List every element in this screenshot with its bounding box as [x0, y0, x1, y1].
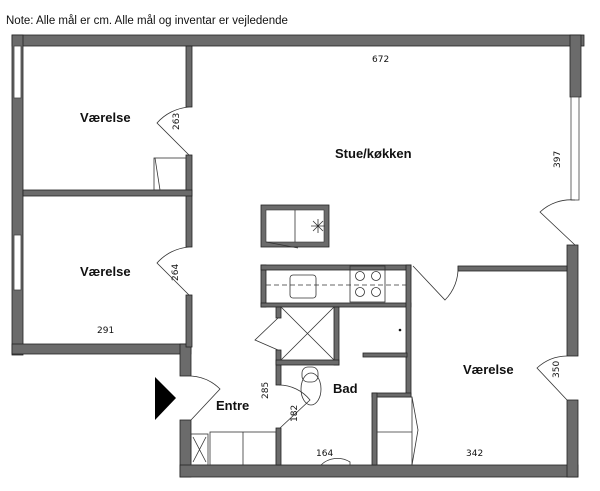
dim-living-width: 672 — [372, 55, 389, 65]
dim-bedroom-right-depth: 350 — [552, 361, 562, 378]
doors — [154, 106, 576, 429]
dim-entrance-depth: 285 — [261, 382, 271, 399]
windows — [13, 45, 580, 291]
furniture — [153, 157, 419, 466]
room-label-entrance: Entre — [216, 398, 249, 413]
room-label-bedroom-right: Værelse — [463, 362, 514, 377]
dim-bathroom-depth: 182 — [290, 405, 300, 422]
entrance-arrow-icon — [155, 377, 176, 420]
room-labels: Værelse Værelse Værelse Stue/køkken Bad … — [80, 110, 514, 413]
room-label-bathroom: Bad — [333, 381, 358, 396]
room-label-living-kitchen: Stue/køkken — [335, 146, 412, 161]
dimension-labels: 672 397 263 264 291 285 182 164 342 350 — [97, 55, 563, 459]
plan-note: Note: Alle mål er cm. Alle mål og invent… — [6, 15, 288, 27]
dim-bedroom-middle-depth: 264 — [171, 264, 181, 281]
room-label-bedroom-top: Værelse — [80, 110, 131, 125]
dim-bathroom-width: 164 — [316, 449, 333, 459]
room-label-bedroom-middle: Værelse — [80, 264, 131, 279]
dim-bedroom-middle-width: 291 — [97, 326, 114, 336]
dim-bedroom-top-depth: 263 — [172, 113, 182, 130]
dim-living-depth: 397 — [553, 151, 563, 168]
walls — [11, 34, 585, 478]
dim-bedroom-right-width: 342 — [466, 449, 483, 459]
